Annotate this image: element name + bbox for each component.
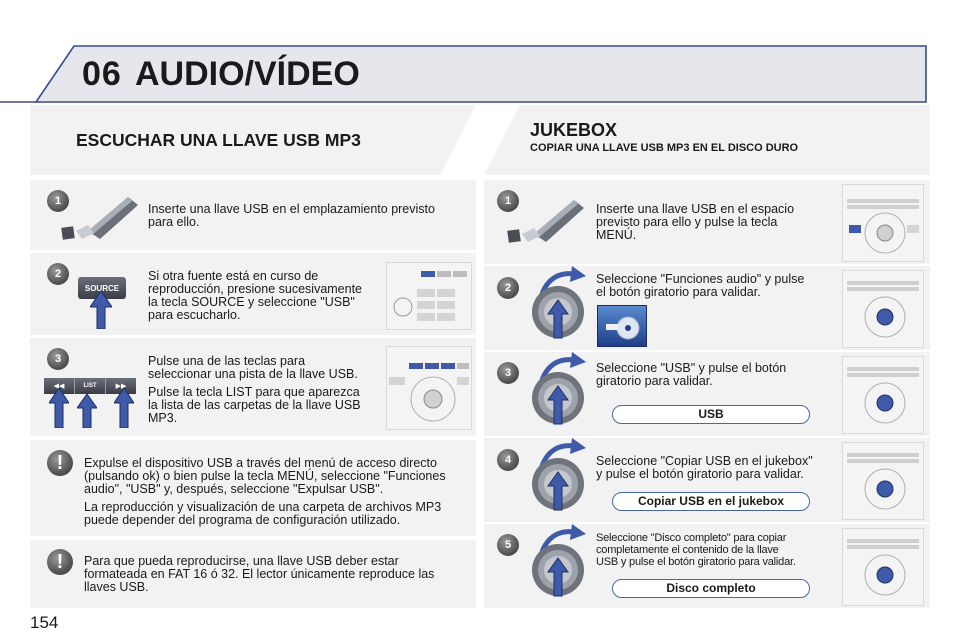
press-arrow-icon [49, 388, 69, 428]
left-step-1 [30, 180, 476, 250]
press-arrow-icon [90, 291, 112, 329]
press-arrow-icon [114, 388, 134, 428]
previous-icon[interactable]: ◀◀ [44, 378, 75, 394]
step-number-3: 3 [497, 362, 519, 384]
usb-disc-icon [597, 305, 647, 347]
list-button[interactable]: LIST [75, 378, 106, 394]
usb-option[interactable]: USB [612, 405, 810, 424]
list-button-strip[interactable]: ◀◀ LIST ▶▶ [44, 378, 136, 394]
title-panel-corner [440, 105, 476, 175]
radio-panel-thumbnail [386, 262, 472, 330]
title-panel-corner [484, 105, 520, 175]
rotary-knob-icon [532, 438, 586, 511]
next-icon[interactable]: ▶▶ [106, 378, 136, 394]
right-section-subtitle: COPIAR UNA LLAVE USB MP3 EN EL DISCO DUR… [530, 142, 799, 154]
left-note-2 [30, 540, 476, 608]
left-section-title: ESCUCHAR UNA LLAVE USB MP3 [76, 130, 361, 150]
source-button[interactable]: SOURCE [78, 277, 126, 299]
press-arrow-icon [77, 394, 97, 428]
left-note-1 [30, 440, 476, 536]
control-panel-thumbnail [842, 356, 924, 434]
header-banner [0, 45, 927, 103]
left-title-panel [30, 105, 476, 175]
step-number-4: 4 [497, 449, 519, 471]
warning-icon: ! [47, 549, 73, 575]
radio-panel-thumbnail [386, 346, 472, 430]
left-step-1-text: Inserte una llave USB en el emplazamient… [148, 202, 435, 229]
warning-icon: ! [47, 450, 73, 476]
control-panel-thumbnail [842, 528, 924, 606]
full-disc-option[interactable]: Disco completo [612, 579, 810, 598]
step-number-2: 2 [47, 263, 69, 285]
chapter-number: 06 [82, 55, 122, 93]
usb-key-icon [507, 200, 584, 243]
rotary-knob-icon [532, 266, 586, 339]
rotary-knob-icon [532, 524, 586, 597]
left-note-1-text: Expulse el dispositivo USB a través del … [84, 456, 446, 527]
control-panel-thumbnail [842, 184, 924, 262]
rotary-knob-icon [532, 352, 586, 425]
control-panel-thumbnail [842, 442, 924, 520]
step-number-2: 2 [497, 277, 519, 299]
page-title: AUDIO/VÍDEO [135, 55, 360, 93]
step-number-5: 5 [497, 534, 519, 556]
usb-key-icon [61, 197, 138, 240]
step-number-1: 1 [47, 190, 69, 212]
left-note-2-text: Para que pueda reproducirse, una llave U… [84, 554, 435, 594]
step-number-3: 3 [47, 348, 69, 370]
right-step-4-text: Seleccione "Copiar USB en el jukebox"y p… [596, 454, 813, 481]
right-section-title: JUKEBOX [530, 120, 618, 140]
copy-usb-jukebox-option[interactable]: Copiar USB en el jukebox [612, 492, 810, 511]
step-number-1: 1 [497, 190, 519, 212]
right-title-panel [484, 105, 930, 175]
page-number: 154 [30, 613, 59, 632]
control-panel-thumbnail [842, 270, 924, 348]
